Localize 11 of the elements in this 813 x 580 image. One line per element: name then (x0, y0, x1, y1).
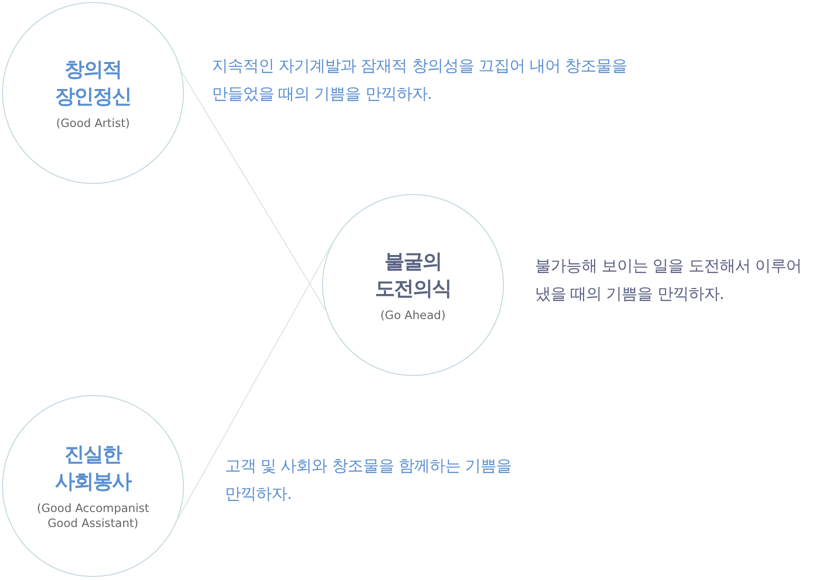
description-text: 고객 및 사회와 창조물을 함께하는 기쁨을 만끽하자. (225, 455, 512, 505)
node-subtitle: (Good Accompanist Good Assistant) (36, 501, 150, 531)
node-title: 창의적 장인정신 (54, 56, 132, 110)
node-subtitle: (Good Artist) (55, 116, 131, 130)
connector-line (180, 71, 326, 311)
node-title: 진실한 사회봉사 (54, 441, 132, 495)
description-text: 불가능해 보이는 일을 도전해서 이루어 냈을 때의 기쁨을 만끽하자. (535, 255, 802, 305)
node-title: 불굴의 도전의식 (374, 248, 452, 302)
connector-line (177, 244, 332, 520)
node-subtitle: (Go Ahead) (379, 308, 447, 322)
description-text: 지속적인 자기계발과 잠재적 창의성을 끄집어 내어 창조물을 만들었을 때의 기쁨을 만끽하자. (212, 55, 628, 105)
